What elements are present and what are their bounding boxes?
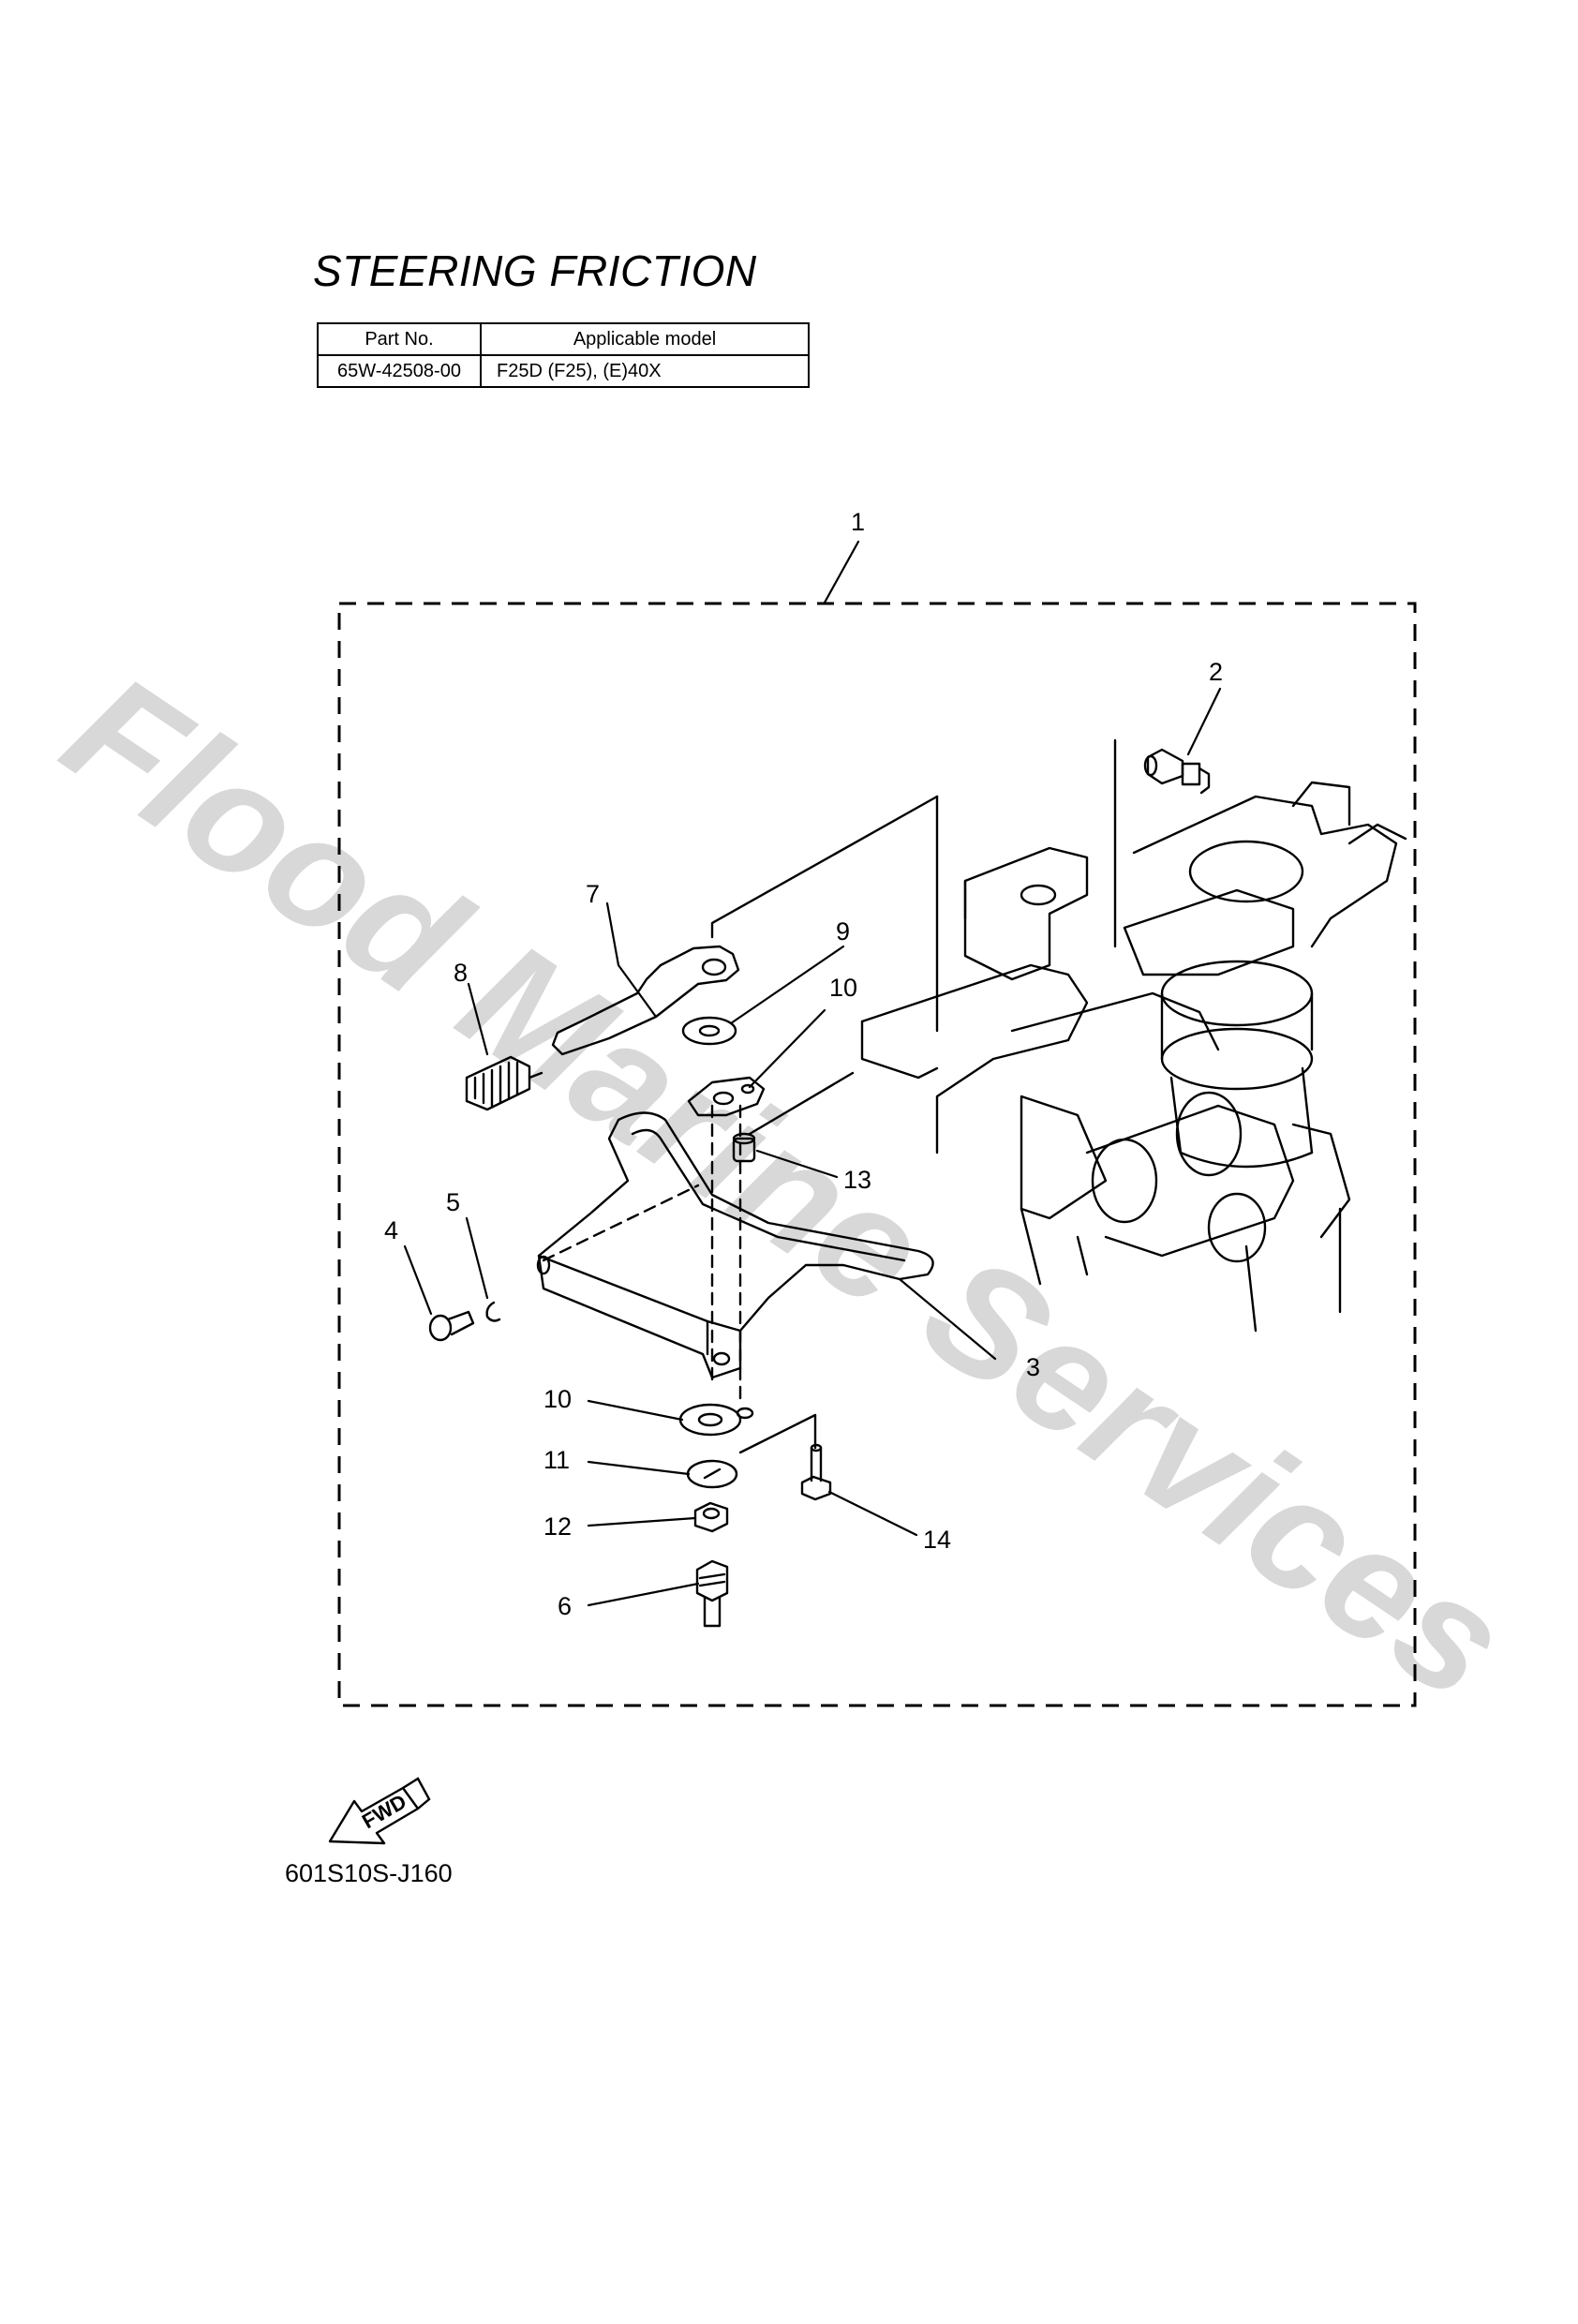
callout-12: 12 bbox=[543, 1512, 572, 1541]
leader-lines bbox=[403, 540, 1222, 1607]
watermark-text: Flood Marine Services bbox=[35, 640, 1536, 1734]
callout-10-lower: 10 bbox=[543, 1385, 572, 1413]
friction-bracket-part bbox=[536, 1111, 934, 1379]
callout-13: 13 bbox=[843, 1166, 871, 1194]
callout-11: 11 bbox=[543, 1446, 570, 1474]
callout-5: 5 bbox=[446, 1188, 460, 1216]
shim-part bbox=[686, 1459, 738, 1489]
callout-4: 4 bbox=[384, 1216, 398, 1244]
callout-labels: 1 2 3 4 5 6 7 8 9 10 10 11 12 13 14 bbox=[384, 508, 1223, 1620]
callout-14: 14 bbox=[923, 1526, 951, 1554]
callout-3: 3 bbox=[1026, 1353, 1040, 1381]
callout-2: 2 bbox=[1209, 658, 1223, 686]
friction-stud-part bbox=[695, 1559, 729, 1628]
table-header-row: Part No. Applicable model bbox=[317, 322, 810, 356]
lever-pad-part bbox=[465, 1055, 543, 1111]
swivel-bracket-drawing bbox=[860, 781, 1407, 1333]
page-title: STEERING FRICTION bbox=[313, 246, 757, 295]
callout-6: 6 bbox=[558, 1592, 572, 1620]
table-row: 65W-42508-00 F25D (F25), (E)40X bbox=[317, 354, 810, 388]
bolt-part bbox=[428, 1310, 475, 1342]
callout-9: 9 bbox=[836, 917, 850, 946]
applicable-model-cell: F25D (F25), (E)40X bbox=[480, 354, 810, 388]
circlip-part bbox=[485, 1301, 501, 1322]
callout-8: 8 bbox=[454, 959, 468, 987]
forward-arrow-icon: FWD bbox=[328, 1777, 431, 1845]
washer-part bbox=[681, 1016, 737, 1046]
friction-plate-part bbox=[551, 945, 740, 1056]
bushing-part bbox=[732, 1132, 756, 1163]
nut-part bbox=[693, 1501, 729, 1533]
screw-part bbox=[800, 1443, 832, 1501]
callout-7: 7 bbox=[586, 880, 600, 908]
grease-nipple-part bbox=[1143, 748, 1211, 795]
diagram-code: 601S10S-J160 bbox=[285, 1859, 453, 1887]
table-header-cell: Applicable model bbox=[480, 322, 810, 356]
callout-10-upper: 10 bbox=[829, 974, 857, 1002]
assembly-boundary bbox=[337, 602, 1417, 1707]
part-number-cell: 65W-42508-00 bbox=[317, 354, 482, 388]
parts-table: Part No. Applicable model 65W-42508-00 F… bbox=[317, 322, 810, 388]
table-header-cell: Part No. bbox=[317, 322, 482, 356]
friction-washer-lower-part bbox=[678, 1403, 754, 1437]
friction-washer-upper-part bbox=[687, 1076, 766, 1117]
callout-1: 1 bbox=[851, 508, 865, 536]
